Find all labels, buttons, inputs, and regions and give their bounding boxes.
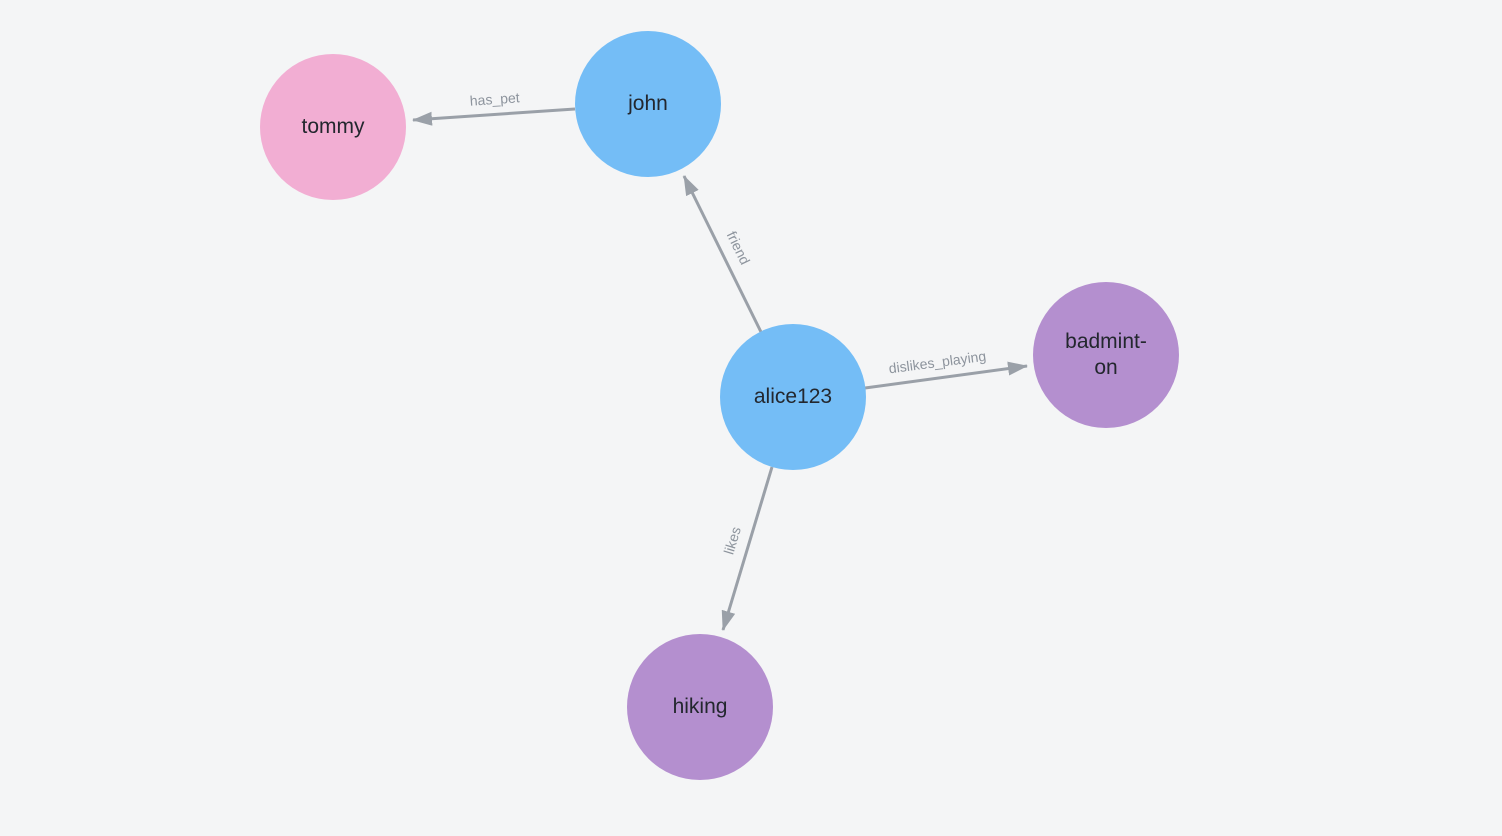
node-hiking-label: hiking (672, 694, 728, 718)
edge-dislikes-playing-line[interactable] (864, 361, 1028, 390)
node-john-label: john (628, 91, 668, 115)
node-badminton-label: badmint- on (1065, 329, 1147, 379)
edge-has-pet-label[interactable]: has_pet (469, 89, 520, 108)
edge-friend-label[interactable]: friend (724, 229, 754, 267)
node-badminton[interactable]: badmint- on (1033, 282, 1179, 428)
node-alice123[interactable]: alice123 (720, 324, 866, 470)
node-tommy[interactable]: tommy (260, 54, 406, 200)
node-tommy-label: tommy (301, 114, 365, 138)
edge-friend-line[interactable] (682, 175, 763, 333)
edge-has-pet-line[interactable] (412, 107, 576, 126)
edge-likes-line[interactable] (721, 466, 774, 631)
node-alice123-label: alice123 (753, 384, 833, 408)
edge-likes-label[interactable]: likes (720, 525, 743, 556)
node-hiking[interactable]: hiking (627, 634, 773, 780)
node-john[interactable]: john (575, 31, 721, 177)
